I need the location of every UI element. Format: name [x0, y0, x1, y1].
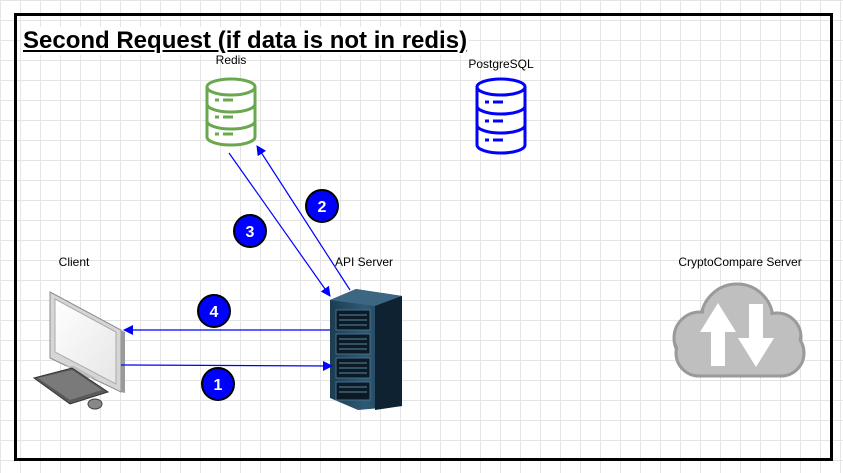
api-server-rack-icon [330, 289, 402, 410]
postgres-label: PostgreSQL [468, 57, 534, 71]
api-server-label: API Server [334, 255, 394, 269]
step-number-1: 1 [214, 377, 223, 394]
arrow-step-2 [256, 145, 351, 291]
step-badge-1: 1 [201, 367, 235, 401]
step-badge-4: 4 [197, 294, 231, 328]
redis-database-icon [205, 77, 257, 147]
arrow-step-3 [228, 152, 331, 297]
step-number-2: 2 [318, 199, 327, 216]
arrow-step-1 [120, 360, 333, 371]
client-computer-icon [32, 291, 125, 410]
step-badge-2: 2 [305, 189, 339, 223]
diagram-title: Second Request (if data is not in redis) [21, 27, 470, 55]
client-label: Client [58, 255, 90, 269]
step-number-3: 3 [246, 224, 255, 241]
cryptocompare-cloud-icon [672, 282, 806, 378]
diagram-frame [14, 13, 833, 461]
postgres-database-icon [475, 77, 527, 155]
step-badge-3: 3 [233, 214, 267, 248]
step-number-4: 4 [210, 304, 219, 321]
redis-label: Redis [215, 53, 247, 67]
cryptocompare-label: CryptoCompare Server [678, 255, 802, 269]
